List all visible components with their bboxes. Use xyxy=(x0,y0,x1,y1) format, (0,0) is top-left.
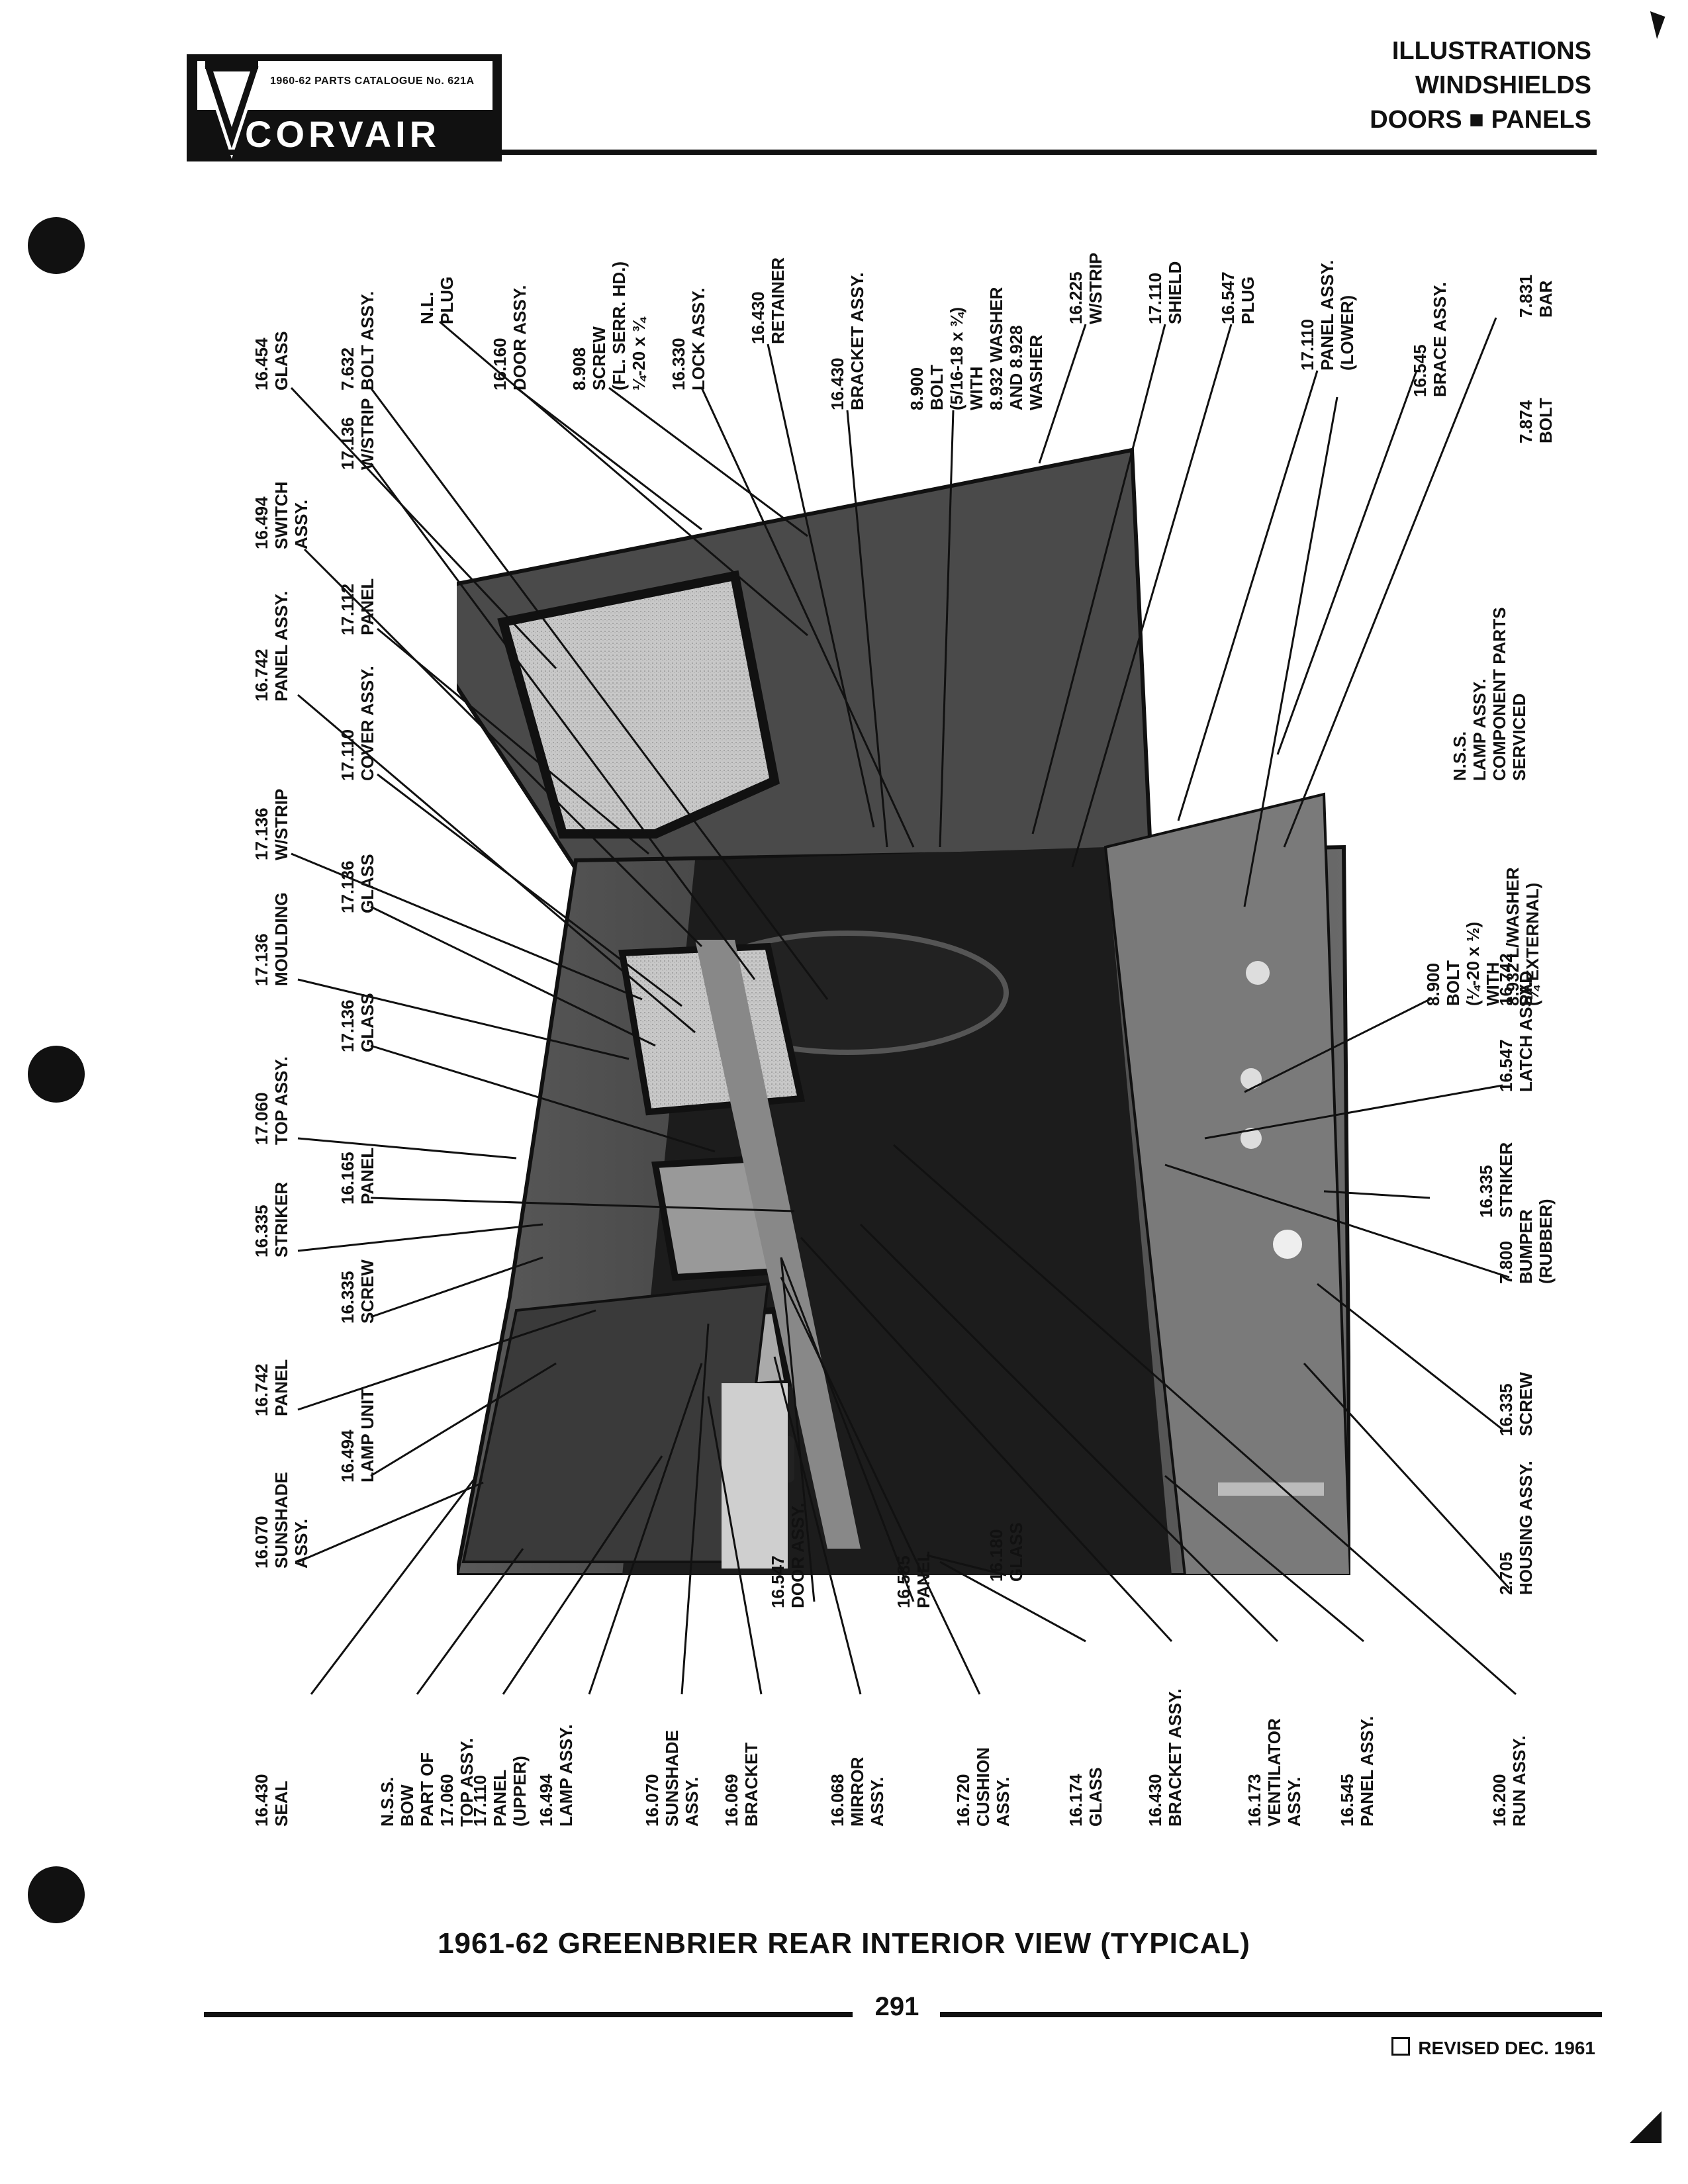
callout-label: 16.070 SUNSHADE ASSY. xyxy=(252,1472,311,1569)
section-heading-1: ILLUSTRATIONS xyxy=(1391,37,1591,65)
callout-label: 16.173 VENTILATOR ASSY. xyxy=(1244,1718,1304,1827)
callout-label: 16.174 GLASS xyxy=(1066,1767,1105,1827)
callout-label: 16.545 PANEL ASSY. xyxy=(1337,1715,1377,1827)
callout-label: 17.110 PANEL (UPPER) xyxy=(470,1756,530,1827)
callout-label: N.S.S. LAMP ASSY. COMPONENT PARTS SERVIC… xyxy=(1450,607,1529,781)
brand-wordmark: CORVAIR xyxy=(245,113,441,155)
callout-label: 16.454 GLASS xyxy=(252,331,291,390)
revision-text: REVISED DEC. 1961 xyxy=(1418,2038,1595,2058)
callout-label: 16.200 RUN ASSY. xyxy=(1489,1735,1529,1827)
callout-label: 16.165 PANEL xyxy=(338,1147,377,1205)
callout-label: N.S.S. BOW PART OF 17.060 TOP ASSY. xyxy=(377,1738,477,1827)
section-heading-2: WINDSHIELDS xyxy=(1415,71,1591,99)
callout-label: 8.900 BOLT (5/16-18 x ¾) WITH 8.932 WASH… xyxy=(907,287,1046,410)
callout-label: 16.494 LAMP UNIT xyxy=(338,1388,377,1482)
binder-hole-icon xyxy=(28,217,85,274)
callout-label: 8.908 SCREW (FL. SERR. HD.) ¼-20 x ¾ xyxy=(569,261,649,390)
figure-caption: 1961-62 GREENBRIER REAR INTERIOR VIEW (T… xyxy=(438,1927,1250,1960)
callout-label: 16.547 DOOR ASSY. xyxy=(768,1502,808,1608)
callout-label: 16.335 STRIKER xyxy=(252,1181,291,1257)
section-heading-3: DOORS ■ PANELS xyxy=(1370,106,1591,134)
page-number: 291 xyxy=(874,1992,919,2021)
callout-label: 17.112 PANEL xyxy=(338,578,377,635)
callout-label: 16.069 BRACKET xyxy=(722,1742,761,1827)
callout-label: 16.547 PLUG xyxy=(1218,271,1258,324)
checkbox-icon xyxy=(1391,2037,1411,2056)
footer-rule-right xyxy=(940,2012,1602,2017)
callout-label: 16.585 PANEL xyxy=(894,1551,933,1608)
callout-label: 17.110 SHIELD xyxy=(1145,261,1185,324)
callout-label: 7.831 BAR xyxy=(1516,274,1556,318)
binder-hole-icon xyxy=(28,1866,85,1923)
callout-label: 17.060 TOP ASSY. xyxy=(252,1056,291,1145)
callout-label: 16.742 PANEL xyxy=(252,1359,291,1416)
binder-hole-icon xyxy=(28,1046,85,1103)
footer-rule-left xyxy=(204,2012,853,2017)
callout-label: 7.874 BOLT xyxy=(1516,398,1556,443)
corvair-emblem-icon xyxy=(200,61,263,159)
callout-label: 16.330 LOCK ASSY. xyxy=(669,287,708,390)
callout-label: 17.136 W/STRIP xyxy=(338,398,377,470)
callout-label: 7.800 BUMPER (RUBBER) xyxy=(1496,1199,1556,1284)
callout-label: 17.110 COVER ASSY. xyxy=(338,666,377,781)
callout-label: 16.742 PANEL ASSY. xyxy=(252,590,291,702)
callout-label: 16.068 MIRROR ASSY. xyxy=(827,1756,887,1827)
callout-label: 16.720 CUSHION ASSY. xyxy=(953,1747,1013,1827)
header-rule xyxy=(187,150,1597,155)
callout-label: 16.545 BRACE ASSY. xyxy=(1410,282,1450,397)
callout-label: 2.705 HOUSING ASSY. xyxy=(1496,1461,1536,1595)
callout-label: 16.070 SUNSHADE ASSY. xyxy=(642,1730,702,1827)
callout-label: 17.136 MOULDING xyxy=(252,892,291,986)
callout-label: 16.335 SCREW xyxy=(338,1259,377,1324)
callout-label: 7.632 BOLT ASSY. xyxy=(338,291,377,390)
callout-label: 16.430 RETAINER xyxy=(748,257,788,344)
callout-label: N.L. PLUG xyxy=(417,276,457,324)
callout-label: 16.225 W/STRIP xyxy=(1066,252,1105,324)
callout-label: 16.180 GLASS xyxy=(986,1522,1026,1582)
callout-label: 16.494 LAMP ASSY. xyxy=(536,1724,576,1827)
callout-label: 17.136 GLASS xyxy=(338,854,377,913)
rear-interior-photo xyxy=(457,447,1350,1575)
callout-label: 16.547 LATCH ASSY. xyxy=(1496,981,1536,1092)
callout-label: 16.335 SCREW xyxy=(1496,1372,1536,1436)
callout-label: 17.136 GLASS xyxy=(338,993,377,1052)
callout-label: 16.430 BRACKET ASSY. xyxy=(827,272,867,410)
callout-label: 16.494 SWITCH ASSY. xyxy=(252,481,311,549)
callout-label: 17.110 PANEL ASSY. (LOWER) xyxy=(1297,259,1357,371)
callout-label: 16.430 SEAL xyxy=(252,1774,291,1827)
corner-crop-mark xyxy=(1630,2111,1662,2143)
callout-label: 16.430 BRACKET ASSY. xyxy=(1145,1688,1185,1827)
revision-note: REVISED DEC. 1961 xyxy=(1391,2037,1595,2059)
callout-label: 16.160 DOOR ASSY. xyxy=(490,285,530,390)
callout-label: 17.136 W/STRIP xyxy=(252,788,291,860)
catalogue-title: 1960-62 PARTS CATALOGUE No. 621A xyxy=(270,75,475,87)
